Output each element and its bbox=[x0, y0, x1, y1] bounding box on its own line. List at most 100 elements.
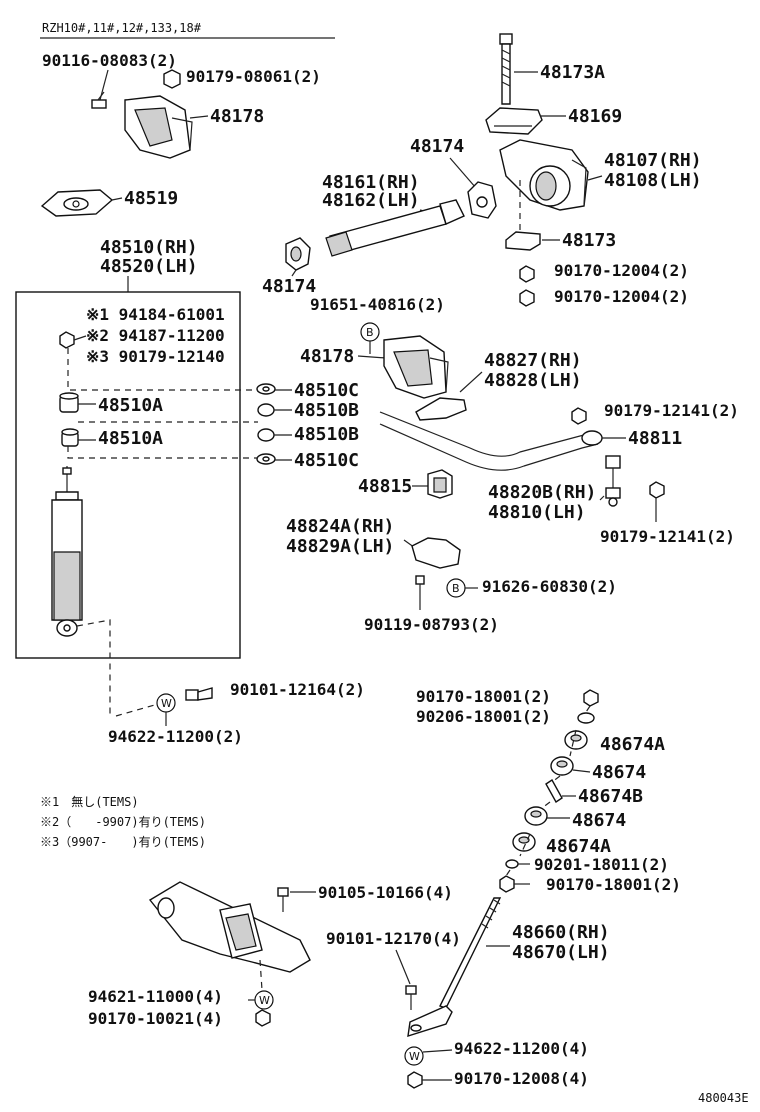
label-48660-rh[interactable]: 48660(RH) bbox=[512, 922, 610, 943]
leader bbox=[357, 355, 387, 359]
label-90170-18001-b[interactable]: 90170-18001(2) bbox=[546, 875, 681, 894]
label-90170-12004-a[interactable]: 90170-12004(2) bbox=[554, 261, 689, 280]
label-90170-10021[interactable]: 90170-10021(4) bbox=[88, 1009, 223, 1028]
label-90170-12008[interactable]: 90170-12008(4) bbox=[454, 1069, 589, 1088]
cushion-48674a-2 bbox=[512, 832, 536, 852]
label-48820b-rh[interactable]: 48820B(RH) bbox=[488, 482, 596, 503]
note-3: ※3（9907- )有り(TEMS) bbox=[40, 835, 206, 849]
label-48815[interactable]: 48815 bbox=[358, 476, 412, 497]
nut-90170-12008 bbox=[407, 1071, 423, 1089]
label-48510a-2[interactable]: 48510A bbox=[98, 428, 163, 449]
label-90206-18001[interactable]: 90206-18001(2) bbox=[416, 707, 551, 726]
label-90105-10166[interactable]: 90105-10166(4) bbox=[318, 883, 453, 902]
box-note-2[interactable]: ※2 94187-11200 bbox=[86, 326, 225, 345]
nut-90170-18001-a bbox=[583, 689, 599, 707]
label-48510-rh[interactable]: 48510(RH) bbox=[100, 237, 198, 258]
label-48824a-rh[interactable]: 48824A(RH) bbox=[286, 516, 394, 537]
label-48162-lh[interactable]: 48162(LH) bbox=[322, 190, 420, 211]
label-94622-11200-b[interactable]: 94622-11200(4) bbox=[454, 1039, 589, 1058]
collar-48674b bbox=[545, 778, 563, 804]
label-48674-2[interactable]: 48674 bbox=[572, 810, 626, 831]
w-mark-a: W bbox=[156, 693, 176, 713]
bolt-90101-12164 bbox=[185, 687, 213, 701]
svg-text:B: B bbox=[452, 582, 460, 595]
label-48674-1[interactable]: 48674 bbox=[592, 762, 646, 783]
label-90116-08083[interactable]: 90116-08083(2) bbox=[42, 51, 177, 70]
washer-48510c-2 bbox=[256, 453, 276, 465]
label-48520-lh[interactable]: 48520(LH) bbox=[100, 256, 198, 277]
leader bbox=[422, 1049, 453, 1053]
label-48173a[interactable]: 48173A bbox=[540, 62, 605, 83]
nut-90170-12004-b bbox=[519, 289, 535, 307]
nut-90179-12141-a bbox=[571, 407, 587, 425]
label-48161-rh[interactable]: 48161(RH) bbox=[322, 172, 420, 193]
label-48674a-1[interactable]: 48674A bbox=[600, 734, 665, 755]
w-mark-b: W bbox=[404, 1046, 424, 1066]
label-91651-40816[interactable]: 91651-40816(2) bbox=[310, 295, 445, 314]
label-90101-12164[interactable]: 90101-12164(2) bbox=[230, 680, 365, 699]
label-94622-11200-a[interactable]: 94622-11200(2) bbox=[108, 727, 243, 746]
label-48670-lh[interactable]: 48670(LH) bbox=[512, 942, 610, 963]
leader bbox=[572, 769, 591, 773]
svg-text:B: B bbox=[366, 326, 374, 339]
label-94621-11000[interactable]: 94621-11000(4) bbox=[88, 987, 223, 1006]
label-90179-08061[interactable]: 90179-08061(2) bbox=[186, 67, 321, 86]
leader bbox=[73, 335, 87, 341]
label-48828-lh[interactable]: 48828(LH) bbox=[484, 370, 582, 391]
label-48169[interactable]: 48169 bbox=[568, 106, 622, 127]
label-48827-rh[interactable]: 48827(RH) bbox=[484, 350, 582, 371]
label-48178-mid[interactable]: 48178 bbox=[300, 346, 354, 367]
label-48829a-lh[interactable]: 48829A(LH) bbox=[286, 536, 394, 557]
bushing-48174-top bbox=[467, 181, 497, 219]
label-48174-top[interactable]: 48174 bbox=[410, 136, 464, 157]
label-48510c-2[interactable]: 48510C bbox=[294, 450, 359, 471]
link-48820b bbox=[605, 455, 621, 507]
cushion-48674a-1 bbox=[564, 730, 588, 750]
label-91626-60830[interactable]: 91626-60830(2) bbox=[482, 577, 617, 596]
cushion-48510a-1 bbox=[59, 392, 79, 413]
nut-90179-08061 bbox=[163, 69, 181, 89]
cushion-48674-2 bbox=[524, 806, 548, 826]
label-90101-12170[interactable]: 90101-12170(4) bbox=[326, 929, 461, 948]
label-48510a-1[interactable]: 48510A bbox=[98, 395, 163, 416]
label-90119-08793[interactable]: 90119-08793(2) bbox=[364, 615, 499, 634]
label-48510c-1[interactable]: 48510C bbox=[294, 380, 359, 401]
svg-text:W: W bbox=[409, 1050, 420, 1063]
label-48510b-2[interactable]: 48510B bbox=[294, 424, 359, 445]
label-90179-12141-b[interactable]: 90179-12141(2) bbox=[600, 527, 735, 546]
box-note-1[interactable]: ※1 94184-61001 bbox=[86, 305, 225, 324]
leader bbox=[189, 115, 209, 119]
label-90179-12141-a[interactable]: 90179-12141(2) bbox=[604, 401, 739, 420]
label-48674b[interactable]: 48674B bbox=[578, 786, 643, 807]
leaders-48510 bbox=[274, 389, 292, 461]
label-48178-top[interactable]: 48178 bbox=[210, 106, 264, 127]
label-90201-18011[interactable]: 90201-18011(2) bbox=[534, 855, 669, 874]
bracket-48178-top bbox=[124, 95, 193, 159]
shock-nut bbox=[59, 331, 75, 349]
label-48107-rh[interactable]: 48107(RH) bbox=[604, 150, 702, 171]
note-1: ※1 無し(TEMS) bbox=[40, 794, 139, 809]
label-48810-lh[interactable]: 48810(LH) bbox=[488, 502, 586, 523]
block-48173 bbox=[505, 231, 541, 251]
leader bbox=[291, 269, 297, 277]
label-48108-lh[interactable]: 48108(LH) bbox=[604, 170, 702, 191]
label-48811[interactable]: 48811 bbox=[628, 428, 682, 449]
rod-48161 bbox=[325, 199, 465, 257]
label-90170-12004-b[interactable]: 90170-12004(2) bbox=[554, 287, 689, 306]
label-90170-18001-a[interactable]: 90170-18001(2) bbox=[416, 687, 551, 706]
dash-stack bbox=[505, 705, 591, 877]
dashed-links-48510 bbox=[67, 348, 258, 459]
label-48174-bottom[interactable]: 48174 bbox=[262, 276, 316, 297]
label-48510b-1[interactable]: 48510B bbox=[294, 400, 359, 421]
label-48519[interactable]: 48519 bbox=[124, 188, 178, 209]
label-48173[interactable]: 48173 bbox=[562, 230, 616, 251]
dash-shock-bottom bbox=[76, 619, 111, 716]
bracket-48169 bbox=[485, 107, 543, 135]
rod-48660 bbox=[407, 897, 502, 1038]
b-mark-a: B bbox=[360, 322, 380, 342]
box-note-3[interactable]: ※3 90179-12140 bbox=[86, 347, 225, 366]
leader bbox=[395, 949, 411, 985]
bracket-48107 bbox=[499, 139, 589, 211]
model-header: RZH10#,11#,12#,133,18# bbox=[42, 21, 202, 35]
label-48674a-2[interactable]: 48674A bbox=[546, 836, 611, 857]
